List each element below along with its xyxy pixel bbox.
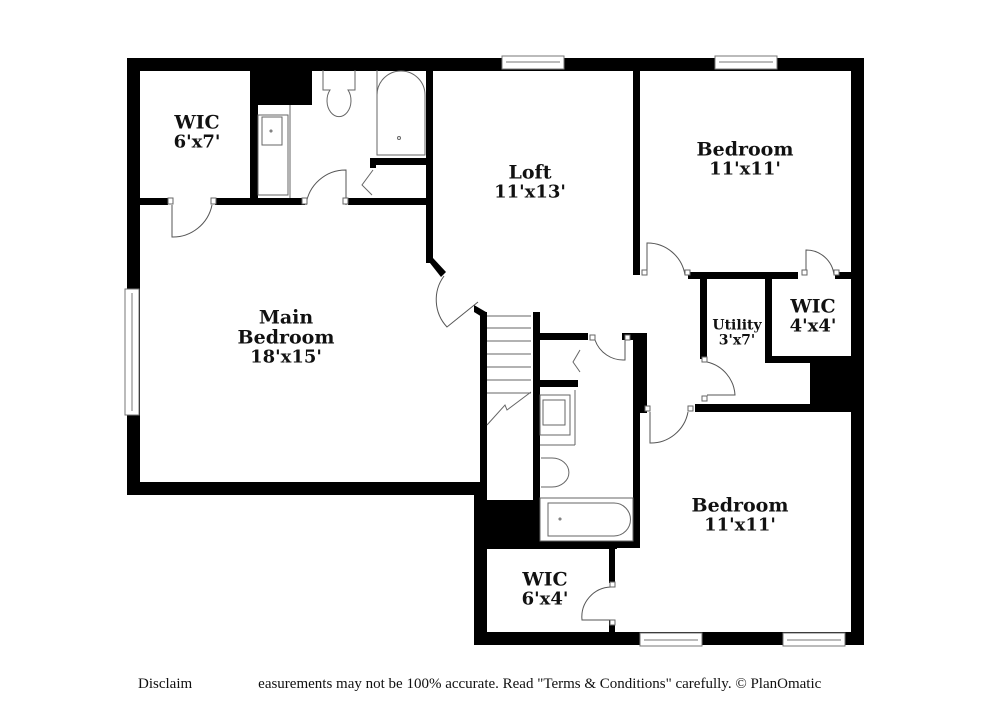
interior-walls <box>138 58 855 634</box>
room-main-bedroom: Main Bedroom 18'x15' <box>237 306 335 368</box>
room-dimensions: 3'x7' <box>718 332 756 348</box>
fixtures <box>257 70 634 542</box>
room-loft: Loft 11'x13' <box>494 161 566 203</box>
room-bedroom-se: Bedroom 11'x11' <box>691 494 789 536</box>
room-name: Loft <box>508 161 552 184</box>
room-dimensions: 11'x13' <box>494 181 566 203</box>
room-name-line1: Main <box>258 306 314 329</box>
room-name: Bedroom <box>696 138 794 161</box>
room-dimensions: 6'x7' <box>173 131 221 153</box>
disclaimer-part1: Disclaim <box>138 676 193 692</box>
disclaimer-text: Disclaim easurements may not be 100% accu… <box>138 676 821 693</box>
windows <box>124 55 846 647</box>
room-name: WIC <box>522 568 568 591</box>
room-name: WIC <box>174 111 220 134</box>
room-wic-ne: WIC 4'x4' <box>789 295 837 337</box>
door-jambs <box>167 197 840 626</box>
disclaimer-part2: easurements may not be 100% accurate. Re… <box>258 676 822 692</box>
room-name-line2: Bedroom <box>237 326 335 349</box>
room-dimensions: 11'x11' <box>704 514 776 536</box>
doors <box>171 169 835 621</box>
room-name: Bedroom <box>691 494 789 517</box>
exterior-walls <box>127 58 864 645</box>
room-wic-main: WIC 6'x7' <box>173 111 221 153</box>
room-name: WIC <box>790 295 836 318</box>
room-dimensions: 18'x15' <box>250 346 322 368</box>
room-dimensions: 6'x4' <box>521 588 569 610</box>
room-dimensions: 11'x11' <box>709 158 781 180</box>
room-name: Utility <box>712 317 762 334</box>
room-wic-se: WIC 6'x4' <box>521 568 569 610</box>
room-bedroom-ne: Bedroom 11'x11' <box>696 138 794 180</box>
room-utility: Utility 3'x7' <box>712 318 761 347</box>
room-dimensions: 4'x4' <box>789 315 837 337</box>
stairs <box>486 315 532 426</box>
